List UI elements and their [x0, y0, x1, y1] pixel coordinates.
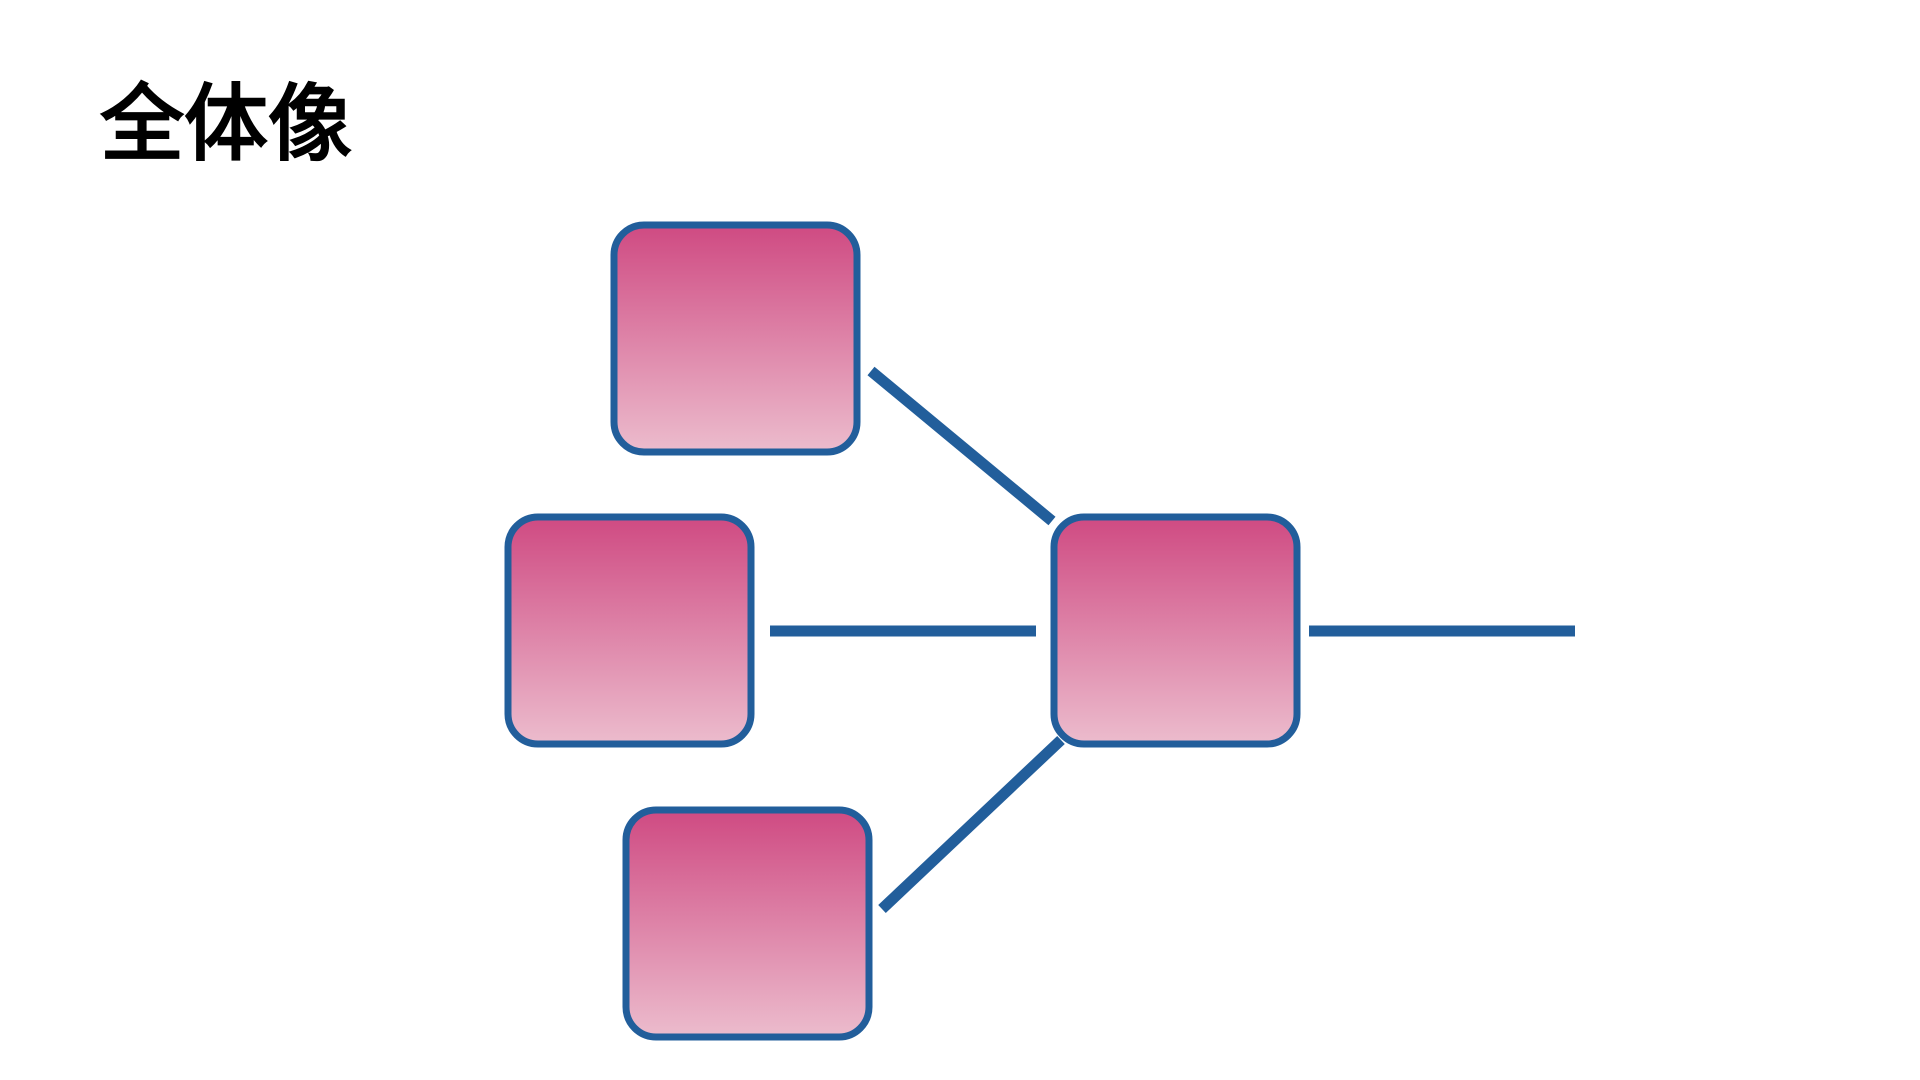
node-top-left — [610, 221, 861, 456]
node-center — [1050, 513, 1301, 748]
node-middle-left — [504, 513, 755, 748]
slide-title: 全体像 — [100, 75, 353, 173]
edge-top-left-to-center — [867, 366, 1056, 526]
edge-bottom-left-to-center — [878, 736, 1065, 913]
node-bottom-left — [622, 806, 873, 1041]
